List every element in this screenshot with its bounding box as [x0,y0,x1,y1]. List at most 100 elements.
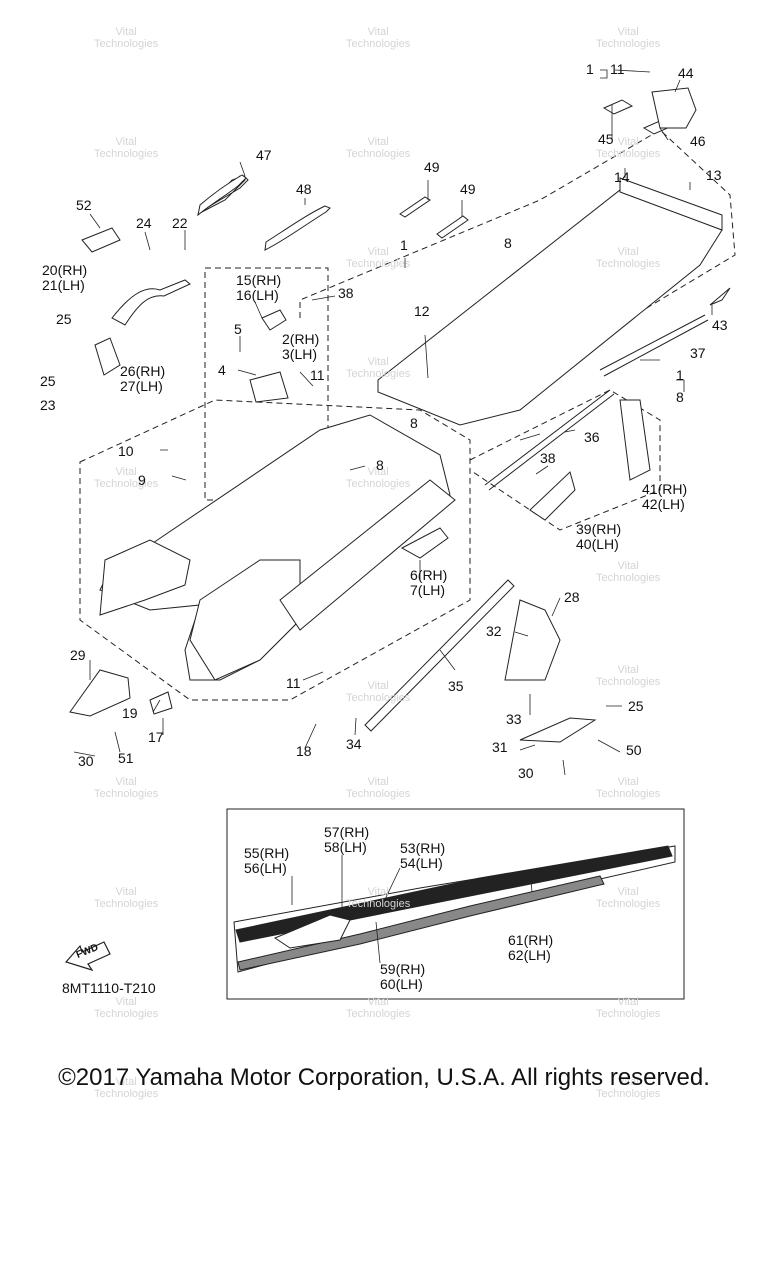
watermark-line1: Vital [115,1076,137,1088]
watermark-line1: Vital [115,886,137,898]
watermark-line2: Technologies [596,572,661,584]
callout-50: 50 [626,742,642,758]
watermark-line2: Technologies [94,1088,159,1100]
frame-bracket-2 [249,371,289,403]
callout-20-rh: 20(RH) [42,262,88,278]
watermark-line1: Vital [367,466,389,478]
watermark-line2: Technologies [94,788,159,800]
callout-8: 8 [676,389,684,405]
watermark-line1: Vital [367,26,389,38]
watermark-line2: Technologies [94,148,159,160]
watermark-line2: Technologies [346,478,411,490]
callout-1: 1 [676,367,684,383]
callout-21-lh: 21(LH) [42,277,85,293]
watermark-line1: Vital [367,886,389,898]
mat-48 [264,205,331,251]
watermark-line2: Technologies [596,898,661,910]
callout-43: 43 [712,317,728,333]
watermark-line2: Technologies [346,258,411,270]
tunnel-group-outline [299,129,736,425]
diagram-code: 8MT1110-T210 [62,980,156,996]
decal-leaders [291,855,533,964]
decal-inset [226,808,685,1000]
plate-52 [81,227,121,253]
callout-29: 29 [70,647,86,663]
watermark-line1: Vital [617,136,639,148]
callout-8: 8 [504,235,512,251]
callout-58-lh: 58(LH) [324,839,367,855]
callout-56-lh: 56(LH) [244,860,287,876]
bracket-41 [619,399,651,481]
watermark-line1: Vital [367,776,389,788]
callout-31: 31 [492,739,508,755]
callout-22: 22 [172,215,188,231]
callout-26-rh: 26(RH) [120,363,166,379]
bracket-26 [94,337,121,376]
callout-30: 30 [78,753,94,769]
callout-28: 28 [564,589,580,605]
callout-34: 34 [346,736,362,752]
callout-14: 14 [614,169,630,185]
frame-left-tower [99,539,191,616]
callout-60-lh: 60(LH) [380,976,423,992]
callout-39-rh: 39(RH) [576,521,622,537]
watermark-line2: Technologies [596,258,661,270]
callout-30: 30 [518,765,534,781]
watermark-line1: Vital [115,136,137,148]
watermark-line1: Vital [115,26,137,38]
watermark-line1: Vital [617,560,639,572]
watermark-line2: Technologies [596,676,661,688]
rail-36 [484,389,615,491]
callout-54-lh: 54(LH) [400,855,443,871]
callout-35: 35 [448,678,464,694]
watermark-line1: Vital [115,466,137,478]
callout-27-lh: 27(LH) [120,378,163,394]
watermark-line1: Vital [367,680,389,692]
callout-52: 52 [76,197,92,213]
cap-15 [261,309,287,331]
callout-38: 38 [338,285,354,301]
step-29 [69,669,131,717]
callout-55-rh: 55(RH) [244,845,290,861]
callout-42-lh: 42(LH) [642,496,685,512]
callout-48: 48 [296,181,312,197]
watermark-line2: Technologies [346,368,411,380]
callout-36: 36 [584,429,600,445]
callout-13: 13 [706,167,722,183]
guard-44 [651,87,697,129]
frame-group-outline [79,399,471,701]
watermark-line2: Technologies [346,692,411,704]
callout-23: 23 [40,397,56,413]
strip-43 [709,287,731,306]
watermark-line2: Technologies [596,788,661,800]
mat-47-body [197,174,247,217]
watermark-line2: Technologies [346,38,411,50]
callout-25: 25 [56,311,72,327]
callout-49: 49 [460,181,476,197]
callout-11: 11 [610,61,625,77]
watermark-line1: Vital [367,356,389,368]
callout-57-rh: 57(RH) [324,824,370,840]
callout-6-rh: 6(RH) [410,567,448,583]
callout-33: 33 [506,711,522,727]
rail-37 [599,314,709,377]
callout-3-lh: 3(LH) [282,346,318,362]
callout-11: 11 [310,367,325,383]
watermark-line1: Vital [617,246,639,258]
watermark-line1: Vital [115,996,137,1008]
